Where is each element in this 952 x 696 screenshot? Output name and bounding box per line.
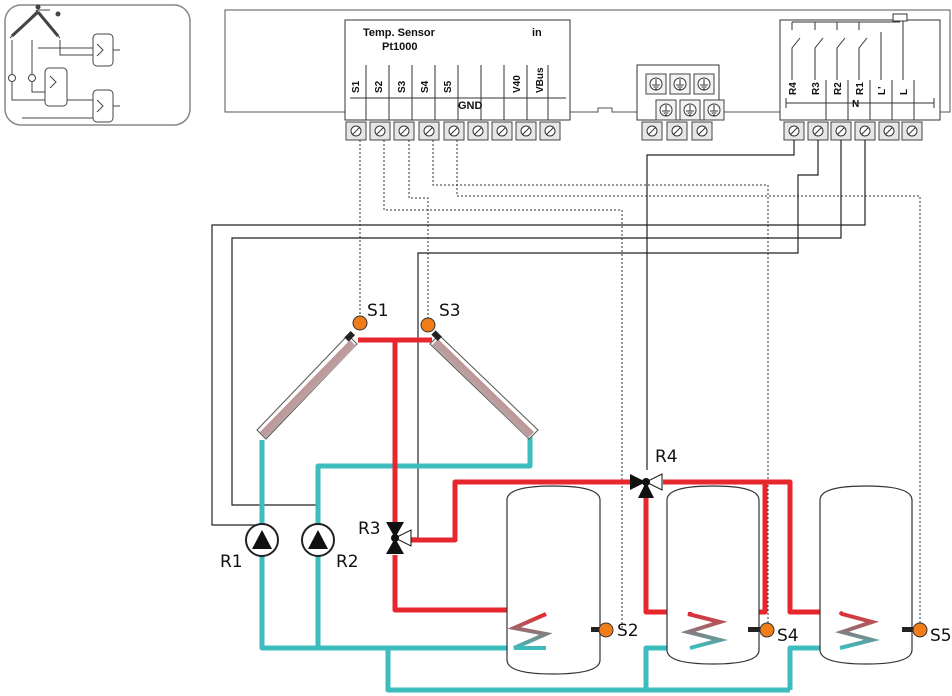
sensor-label-s3: S3 — [439, 301, 461, 321]
terminal-label: S2 — [374, 80, 385, 93]
ground-icon — [669, 73, 691, 95]
valve-label-r4: R4 — [655, 447, 678, 467]
pump-label-r1: R1 — [220, 552, 243, 572]
terminal-label: S3 — [397, 80, 408, 93]
relay-terminal-labels: R4 R3 R2 R1 L' L — [788, 82, 910, 95]
sensor-wires — [359, 140, 921, 630]
terminal-label: R1 — [855, 82, 866, 95]
terminal-label: R4 — [788, 82, 799, 95]
ground-screw-terminals — [641, 121, 713, 141]
n-label: N — [852, 99, 859, 110]
terminal-label: S1 — [351, 80, 362, 93]
system-overview-thumbnail — [4, 4, 191, 126]
valve-label-r3: R3 — [358, 519, 381, 539]
terminal-label: L — [899, 89, 910, 95]
terminal-label: V40 — [512, 75, 523, 93]
sensor-block-title: Temp. Sensor — [363, 27, 436, 39]
relay-wires — [211, 140, 866, 539]
pump-label-r2: R2 — [336, 552, 359, 572]
terminal-label: S4 — [420, 80, 431, 93]
relay-contacts — [791, 13, 908, 80]
sensor-label-s4: S4 — [777, 626, 799, 646]
ground-icon — [703, 99, 725, 121]
gnd-label: GND — [458, 100, 483, 112]
ground-icon — [655, 99, 677, 121]
sensor-screw-terminals — [345, 121, 561, 141]
storage-tank-2 — [666, 485, 760, 665]
three-way-valve-icon — [630, 473, 663, 498]
temperature-sensor-icon — [902, 622, 928, 638]
in-label: in — [532, 27, 542, 39]
sensor-terminal-labels: S1 S2 S3 S4 S5 V40 VBus — [351, 67, 546, 93]
storage-tank-3 — [819, 485, 913, 665]
temperature-sensor-icon — [591, 622, 614, 638]
ground-icon — [679, 99, 701, 121]
terminal-label: L' — [877, 87, 888, 96]
three-way-valve-icon — [386, 522, 412, 554]
sensor-label-s1: S1 — [367, 301, 389, 321]
sensor-label-s2: S2 — [617, 621, 639, 641]
pump-icon — [245, 523, 279, 557]
terminal-label: R3 — [811, 82, 822, 95]
storage-tank-1 — [506, 485, 601, 675]
solar-collector-left — [256, 334, 358, 440]
relay-screw-terminals — [783, 121, 923, 141]
terminal-label: S5 — [443, 80, 454, 93]
temperature-sensor-icon — [420, 317, 436, 333]
temperature-sensor-icon — [352, 315, 368, 331]
terminal-label: VBus — [535, 67, 546, 93]
terminal-label: R2 — [833, 82, 844, 95]
ground-icon — [645, 73, 667, 95]
ground-icon — [693, 73, 715, 95]
temperature-sensor-icon — [748, 622, 775, 638]
sensor-block-subtitle: Pt1000 — [382, 41, 417, 53]
controller-housing — [224, 9, 951, 121]
hot-pipes — [358, 337, 840, 615]
solar-collector-right — [429, 334, 539, 440]
pump-icon — [301, 523, 335, 557]
sensor-label-s5: S5 — [930, 626, 952, 646]
